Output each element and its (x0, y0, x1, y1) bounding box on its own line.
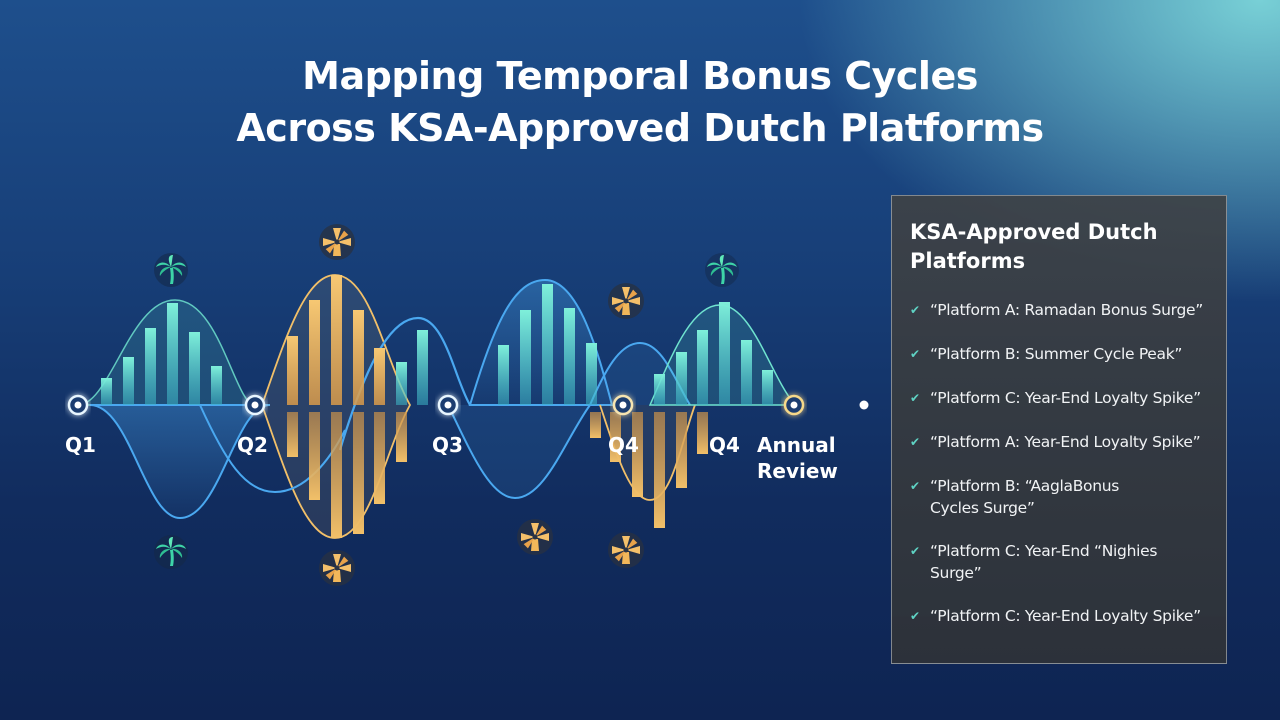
list-item-text: “Platform C: Year-End “Nighies Surge” (930, 542, 1158, 582)
bar-gold (610, 412, 621, 462)
bar-gold (654, 412, 665, 528)
blue-wave-q3-lower (447, 404, 591, 500)
bar-teal (564, 308, 575, 405)
timeline-marker-q4 (612, 394, 634, 416)
blue-wave-q2-lower (199, 404, 346, 494)
palm-tree-icon (705, 253, 739, 287)
panel-title: KSA-Approved Dutch Platforms (910, 220, 1158, 273)
check-icon: ✔ (910, 303, 921, 317)
list-item-text: “Platform C: Year-End Loyalty Spike” (930, 389, 1201, 407)
label-q4-second: Q4 (709, 433, 740, 457)
list-item-text: “Platform C: Year-End Loyalty Spike” (930, 607, 1201, 625)
bar-teal (167, 303, 178, 405)
bar-gold (331, 275, 342, 405)
blue-wave-q2-q3-upper (338, 316, 471, 451)
label-q3: Q3 (432, 433, 463, 457)
page-title: Mapping Temporal Bonus Cycles Across KSA… (0, 50, 1280, 154)
timeline-labels: Q1 Q2 Q3 Q4 Q4 Annual Review (65, 433, 838, 483)
list-item: ✔ “Platform B: Summer Cycle Peak” (910, 343, 1208, 387)
windmill-icon (319, 550, 355, 586)
bar-gold (632, 412, 643, 497)
bar-teal (211, 366, 222, 405)
blue-wave-q1-lower (89, 404, 271, 520)
bar-teal (189, 332, 200, 405)
bar-gold (374, 412, 385, 504)
timeline-marker-q2 (244, 394, 266, 416)
title-line-1: Mapping Temporal Bonus Cycles (302, 54, 978, 98)
check-icon: ✔ (910, 609, 921, 623)
bar-gold (331, 412, 342, 538)
list-item: ✔ “Platform C: Year-End Loyalty Spike” (910, 605, 1208, 649)
title-line-2: Across KSA-Approved Dutch Platforms (236, 106, 1044, 150)
bar-teal (396, 362, 407, 405)
bar-gold (374, 348, 385, 405)
bar-teal (762, 370, 773, 405)
palm-tree-icon (154, 535, 188, 569)
bar-gold (396, 412, 407, 462)
bar-gold (676, 412, 687, 488)
bar-teal (676, 352, 687, 405)
windmill-icon (517, 519, 553, 555)
windmill-icon (608, 532, 644, 568)
label-q4: Q4 (608, 433, 639, 457)
bar-gold (353, 412, 364, 534)
check-icon: ✔ (910, 435, 921, 449)
timeline-marker-annual (783, 394, 805, 416)
label-q2: Q2 (237, 433, 268, 457)
list-item: ✔ “Platform C: Year-End “Nighies Surge” (910, 540, 1208, 605)
list-item-text: “Platform B: “AaglaBonus Cycles Surge” (930, 477, 1120, 517)
bar-teal (145, 328, 156, 405)
list-item: ✔ “Platform A: Ramadan Bonus Surge” (910, 299, 1208, 343)
bar-gold (697, 412, 708, 454)
bar-teal (520, 310, 531, 405)
list-item-text: “Platform B: Summer Cycle Peak” (930, 345, 1183, 363)
bar-teal (417, 330, 428, 405)
palm-tree-icon (154, 253, 188, 287)
bar-teal (101, 378, 112, 405)
timeline-marker-q3 (437, 394, 459, 416)
list-item: ✔ “Platform A: Year-End Loyalty Spike” (910, 431, 1208, 475)
windmill-icon (608, 283, 644, 319)
bar-teal (586, 343, 597, 405)
bar-gold (287, 336, 298, 405)
bar-gold (309, 300, 320, 405)
bar-teal (123, 357, 134, 405)
platforms-panel: KSA-Approved Dutch Platforms ✔ “Platform… (891, 195, 1227, 664)
bar-teal (719, 302, 730, 405)
label-review: Review (757, 459, 838, 483)
icons-layer (154, 224, 739, 586)
list-item-text: “Platform A: Year-End Loyalty Spike” (930, 433, 1201, 451)
bars-layer (101, 275, 773, 538)
list-item: ✔ “Platform B: “AaglaBonus Cycles Surge” (910, 475, 1208, 540)
bar-gold (309, 412, 320, 500)
timeline-marker-q1 (67, 394, 89, 416)
bar-gold (287, 412, 298, 457)
timeline (67, 394, 869, 416)
bonus-cycle-diagram: Q1 Q2 Q3 Q4 Q4 Annual Review (65, 224, 869, 586)
bar-gold (590, 412, 601, 438)
label-q1: Q1 (65, 433, 96, 457)
check-icon: ✔ (910, 544, 921, 558)
bar-teal (697, 330, 708, 405)
check-icon: ✔ (910, 347, 921, 361)
bar-gold (353, 310, 364, 405)
check-icon: ✔ (910, 391, 921, 405)
check-icon: ✔ (910, 479, 921, 493)
bar-teal (741, 340, 752, 405)
bar-teal (542, 284, 553, 405)
list-item: ✔ “Platform C: Year-End Loyalty Spike” (910, 387, 1208, 431)
list-item-text: “Platform A: Ramadan Bonus Surge” (930, 301, 1203, 319)
windmill-icon (319, 224, 355, 260)
bar-teal (498, 345, 509, 405)
timeline-end-dot (859, 400, 869, 410)
bar-teal (654, 374, 665, 405)
label-annual: Annual (757, 433, 836, 457)
